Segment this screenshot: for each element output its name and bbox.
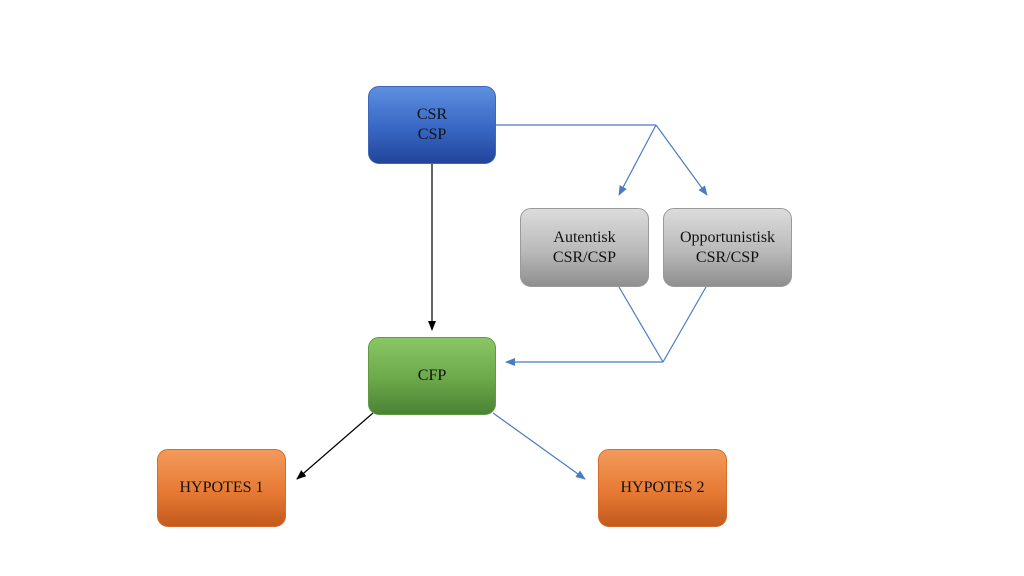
opportunistisk-box: Opportunistisk CSR/CSP — [663, 208, 792, 287]
opportunistisk-label: Opportunistisk — [679, 228, 776, 246]
connector-opportunistisk-to-merge — [662, 286, 707, 363]
arrow-branch-to-autentisk — [618, 124, 657, 196]
cfp-box: CFP — [368, 337, 496, 415]
csr-csp-box: CSR CSP — [368, 86, 496, 164]
arrow-branch-to-opportunistisk — [655, 124, 708, 196]
csr-label: CSR — [416, 106, 448, 123]
hypotes2-box: HYPOTES 2 — [598, 449, 727, 527]
connector-autentisk-to-merge — [618, 286, 664, 363]
hypotes1-box: HYPOTES 1 — [157, 449, 286, 527]
autentisk-box: Autentisk CSR/CSP — [520, 208, 649, 287]
arrow-cfp-to-hypotes2 — [492, 412, 586, 480]
cfp-label: CFP — [417, 367, 447, 384]
autentisk-sublabel: CSR/CSP — [552, 248, 617, 266]
csp-label: CSP — [417, 126, 447, 143]
autentisk-label: Autentisk — [553, 228, 616, 246]
arrow-cfp-to-hypotes1 — [296, 412, 374, 480]
hypotes2-label: HYPOTES 2 — [620, 479, 705, 496]
hypotes1-label: HYPOTES 1 — [179, 479, 264, 496]
opportunistisk-sublabel: CSR/CSP — [695, 248, 760, 266]
